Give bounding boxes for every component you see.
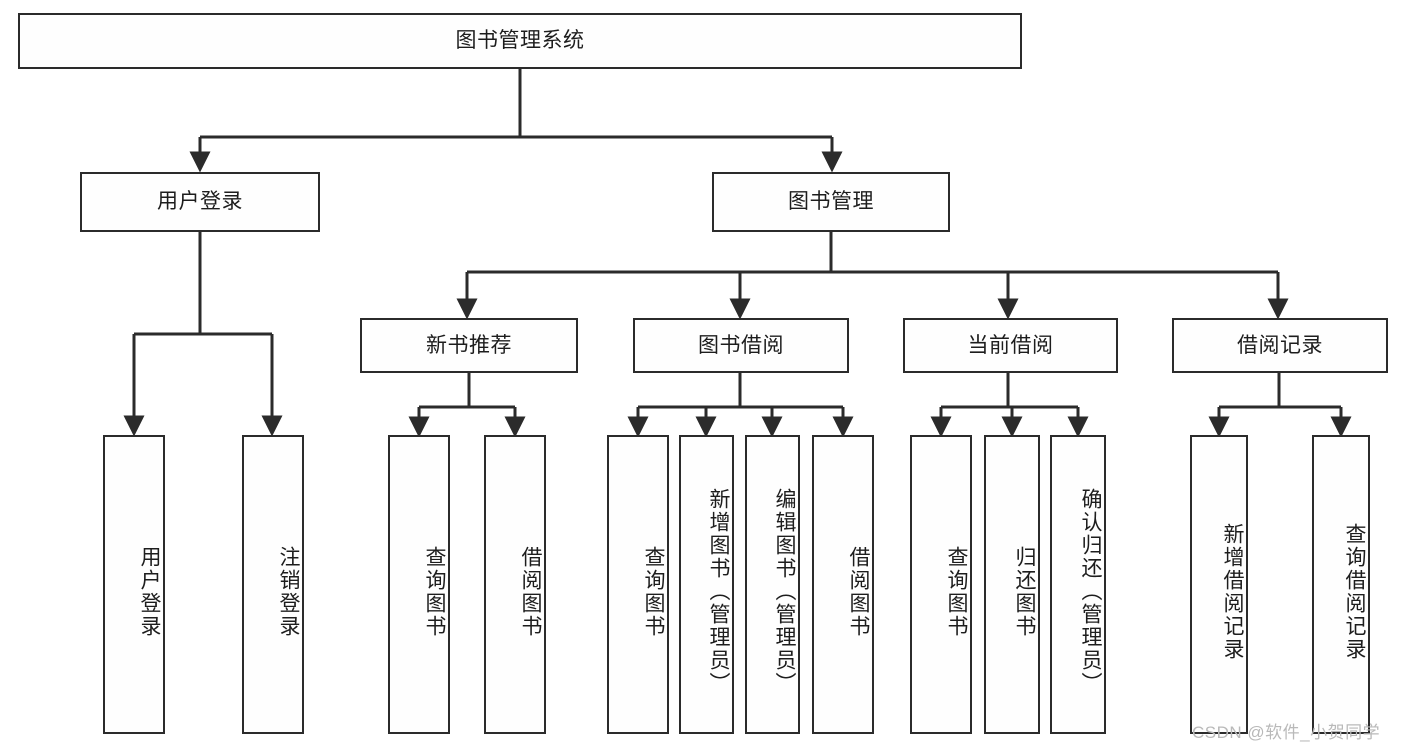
- leaf-query-book-1[interactable]: 查询图书: [388, 435, 450, 734]
- leaf-label: 新增图书（管理员）: [707, 488, 730, 695]
- leaf-label: 新增借阅记录: [1221, 522, 1244, 661]
- leaf-label: 借阅图书: [847, 545, 870, 638]
- leaf-label: 确认归还（管理员）: [1079, 488, 1102, 695]
- leaf-return-book[interactable]: 归还图书: [984, 435, 1040, 734]
- leaf-label: 查询图书: [423, 545, 446, 638]
- leaf-label: 注销登录: [277, 545, 300, 638]
- node-book-manage[interactable]: 图书管理: [712, 172, 950, 232]
- node-current-borrow[interactable]: 当前借阅: [903, 318, 1118, 373]
- leaf-add-record[interactable]: 新增借阅记录: [1190, 435, 1248, 734]
- leaf-query-record[interactable]: 查询借阅记录: [1312, 435, 1370, 734]
- leaf-label: 查询图书: [642, 545, 665, 638]
- leaf-user-login[interactable]: 用户登录: [103, 435, 165, 734]
- leaf-label: 借阅图书: [519, 545, 542, 638]
- leaf-label: 查询借阅记录: [1343, 522, 1366, 661]
- leaf-confirm-return[interactable]: 确认归还（管理员）: [1050, 435, 1106, 734]
- leaf-label: 编辑图书（管理员）: [773, 488, 796, 695]
- leaf-user-logout[interactable]: 注销登录: [242, 435, 304, 734]
- leaf-borrow-book-1[interactable]: 借阅图书: [484, 435, 546, 734]
- leaf-borrow-book-2[interactable]: 借阅图书: [812, 435, 874, 734]
- leaf-label: 查询图书: [945, 545, 968, 638]
- node-root-system[interactable]: 图书管理系统: [18, 13, 1022, 69]
- node-borrow-record[interactable]: 借阅记录: [1172, 318, 1388, 373]
- leaf-query-book-2[interactable]: 查询图书: [607, 435, 669, 734]
- leaf-add-book[interactable]: 新增图书（管理员）: [679, 435, 734, 734]
- leaf-label: 归还图书: [1013, 545, 1036, 638]
- leaf-edit-book[interactable]: 编辑图书（管理员）: [745, 435, 800, 734]
- node-new-book-recommend[interactable]: 新书推荐: [360, 318, 578, 373]
- node-user-login[interactable]: 用户登录: [80, 172, 320, 232]
- node-book-borrow[interactable]: 图书借阅: [633, 318, 849, 373]
- leaf-query-book-3[interactable]: 查询图书: [910, 435, 972, 734]
- leaf-label: 用户登录: [138, 545, 161, 638]
- csdn-watermark: CSDN @软件_小贺同学: [1192, 723, 1381, 742]
